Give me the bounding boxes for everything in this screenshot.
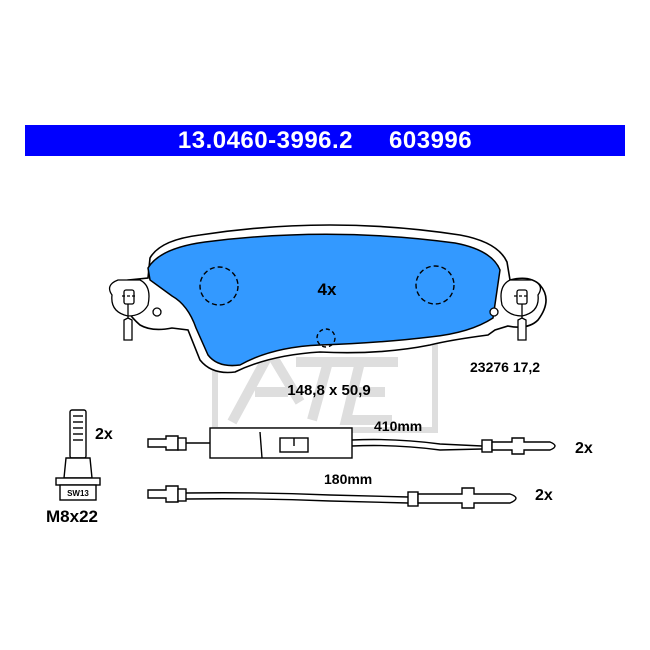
wear-sensor-long xyxy=(147,427,556,459)
brake-pad-drawing xyxy=(108,224,547,374)
pad-dimensions-label: 148,8 x 50,9 xyxy=(287,382,370,399)
wrench-size-label: SW13 xyxy=(67,489,89,498)
bolt-size-label: M8x22 xyxy=(46,507,98,526)
title-bar: 13.0460-3996.2 603996 xyxy=(25,125,625,156)
long-sensor-quantity-label: 2x xyxy=(575,440,593,457)
reference-number: 603996 xyxy=(389,126,473,154)
piston-circle-small xyxy=(316,328,336,348)
short-sensor-length-label: 180mm xyxy=(324,471,372,487)
pad-spec-label: 23276 17,2 xyxy=(470,359,540,375)
left-mounting-ear xyxy=(108,279,162,341)
long-sensor-length-label: 410mm xyxy=(374,418,422,434)
short-sensor-quantity-label: 2x xyxy=(535,487,553,504)
wear-sensor-short xyxy=(147,485,517,509)
bolt-quantity-label: 2x xyxy=(95,426,113,443)
piston-circle-right xyxy=(415,265,455,305)
right-mounting-ear xyxy=(489,279,542,341)
friction-material xyxy=(147,233,501,367)
part-number: 13.0460-3996.2 xyxy=(177,126,354,154)
piston-circle-left xyxy=(199,266,239,306)
bolt-drawing: SW13 xyxy=(55,409,101,501)
pad-quantity-label: 4x xyxy=(318,280,337,299)
